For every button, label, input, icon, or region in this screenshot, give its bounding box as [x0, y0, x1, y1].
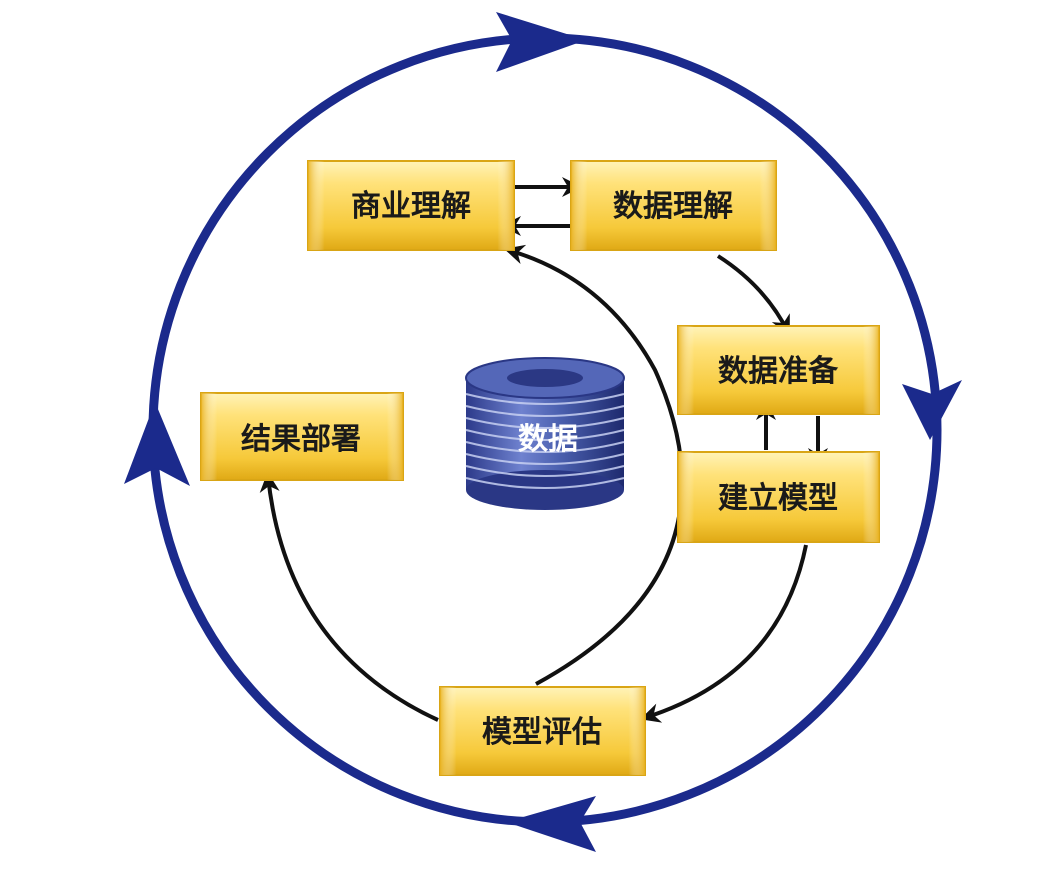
- phase-label-evaluation: 模型评估: [482, 715, 602, 750]
- arrow-evaluation-to-business: [504, 244, 685, 686]
- phase-label-modeling: 建立模型: [718, 481, 838, 516]
- phase-modeling: 建立模型: [677, 451, 880, 543]
- phase-label-business-understanding: 商业理解: [351, 189, 471, 224]
- phase-label-data-preparation: 数据准备: [718, 354, 839, 389]
- cycle-arrowhead-left: [124, 402, 190, 486]
- phase-business-understanding: 商业理解: [307, 160, 515, 251]
- phase-label-deployment: 结果部署: [241, 422, 361, 457]
- database-label: 数据: [518, 422, 578, 457]
- phase-data-preparation: 数据准备: [677, 325, 880, 415]
- arrow-modeling-to-evaluation: [640, 544, 808, 723]
- outer-cycle: [124, 12, 962, 852]
- cycle-arrowhead-right: [902, 380, 962, 440]
- arrow-evaluation-to-deployment: [259, 472, 439, 722]
- phase-label-data-understanding: 数据理解: [613, 189, 733, 224]
- database-icon: 数据: [465, 357, 625, 510]
- phase-deployment: 结果部署: [200, 392, 404, 481]
- cycle-arrowhead-top: [496, 12, 586, 72]
- arrow-data-understanding-to-preparation: [716, 254, 790, 336]
- phase-data-understanding: 数据理解: [570, 160, 777, 251]
- phase-evaluation: 模型评估: [439, 686, 646, 776]
- cycle-arrowhead-bottom: [506, 796, 596, 852]
